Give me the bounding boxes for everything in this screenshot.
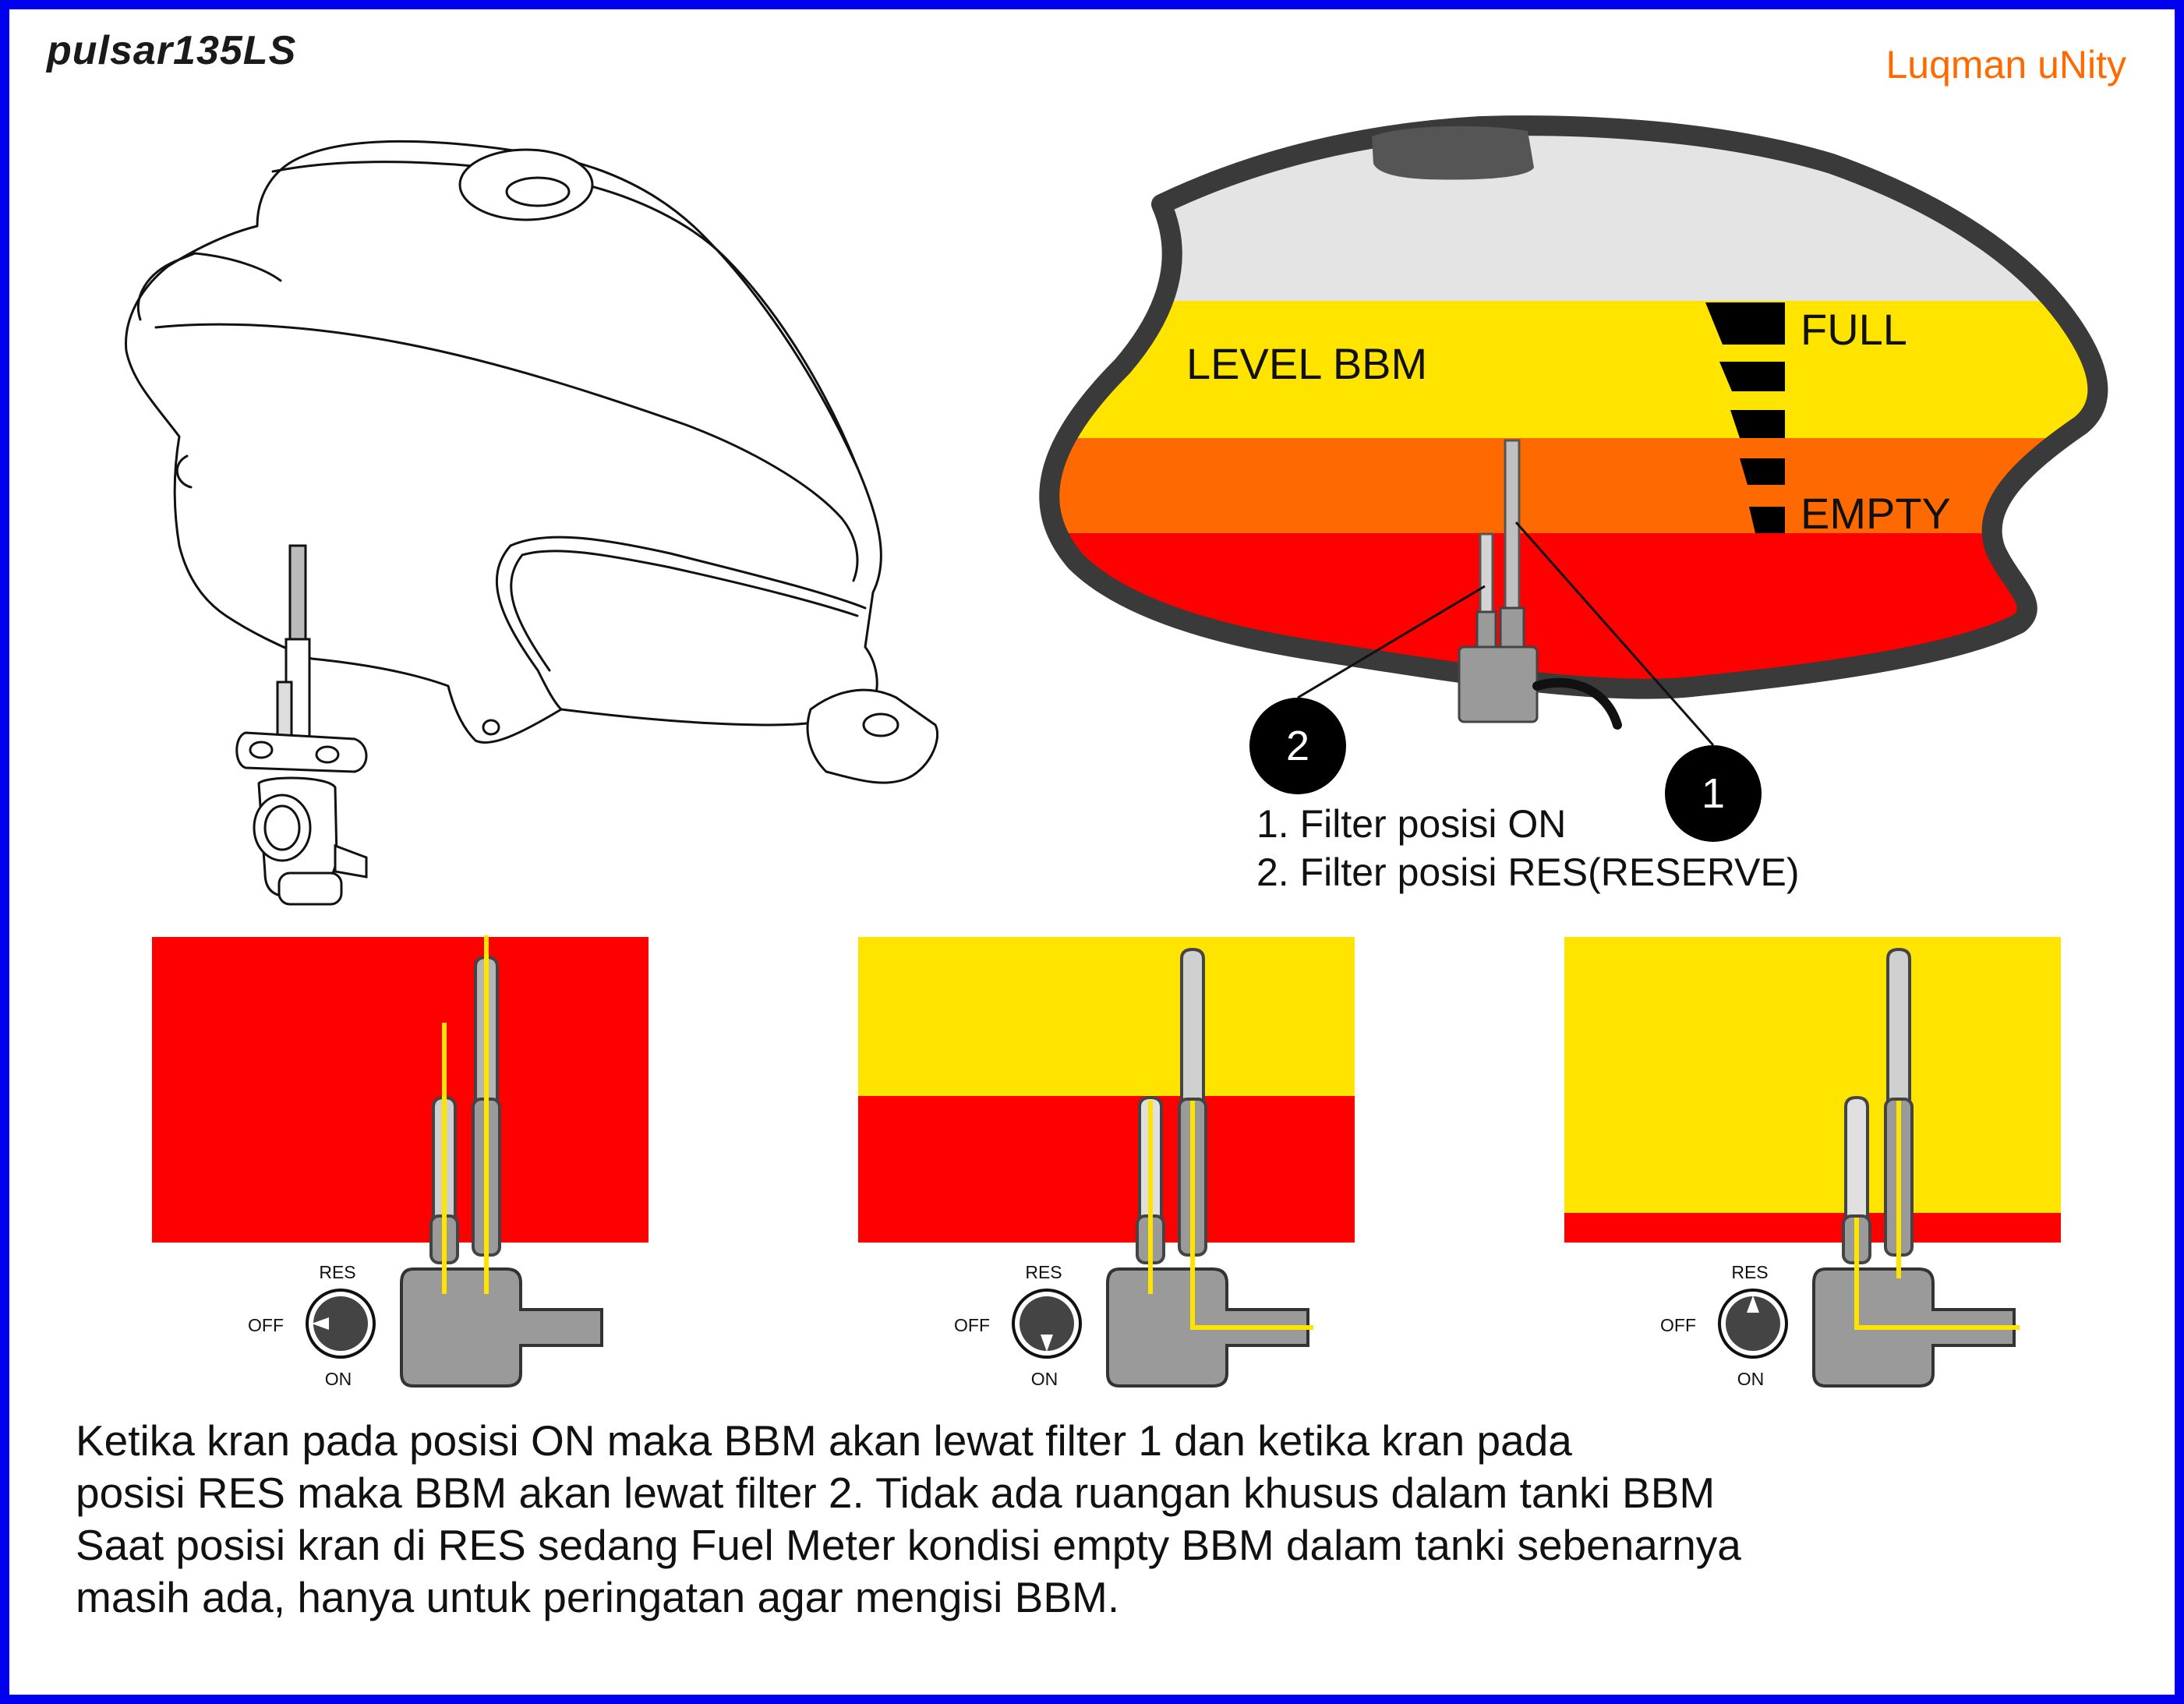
- gauge-bar-2: [1719, 362, 1785, 391]
- full-label: FULL: [1801, 305, 1907, 354]
- logo-text: pulsar135LS: [45, 28, 296, 73]
- petcock-lever-ring-inner: [263, 804, 301, 851]
- panel-1-knob-pointer: [312, 1317, 329, 1330]
- panel-2-knob-pointer: [1041, 1335, 1053, 1352]
- petcock-tube-long: [288, 544, 307, 647]
- panel-3-knob-inner: [1726, 1296, 1780, 1351]
- description-line-2: posisi RES maka BBM akan lewat filter 2.…: [76, 1469, 1716, 1517]
- callout-line-2: [1297, 585, 1486, 699]
- tank-cross-section: LEVEL BBM FULL EMPTY 2 1: [1039, 115, 2108, 842]
- panel-2-knob-inner: [1020, 1296, 1074, 1351]
- description-line-4: masih ada, hanya untuk peringatan agar m…: [76, 1573, 1120, 1621]
- panel-half: RES OFF ON: [858, 937, 1355, 1389]
- fuel-gauge: [1705, 302, 1785, 533]
- tank-line-drawing: [125, 140, 939, 784]
- fuel-hose: [1532, 677, 1622, 730]
- empty-label: EMPTY: [1801, 489, 1951, 538]
- pulsar-logo: pulsar135LS: [45, 28, 296, 73]
- fuel-cap-inner: [505, 176, 571, 207]
- tank-body-outline: [125, 140, 882, 744]
- flange-hole-right: [315, 745, 340, 764]
- description-line-1: Ketika kran pada posisi ON maka BBM akan…: [76, 1416, 1572, 1465]
- bracket-hole: [862, 712, 899, 737]
- gauge-bar-4: [1740, 458, 1785, 485]
- petcock-drawing: [235, 544, 368, 906]
- tank-top-line: [271, 161, 859, 469]
- level-orange-zone: [1049, 438, 2098, 535]
- gauge-bar-3: [1730, 410, 1785, 438]
- panel-low: RES OFF ON: [1564, 937, 2061, 1389]
- callout-1-marker: [1665, 745, 1762, 842]
- flange-hole-left: [249, 741, 274, 759]
- side-hole: [482, 719, 500, 736]
- panel-1-fuel-red: [152, 937, 648, 1243]
- tank-filler-neck: [1372, 126, 1534, 180]
- description-paragraph: Ketika kran pada posisi ON maka BBM akan…: [76, 1415, 2141, 1624]
- author-name: Luqman uNity: [1886, 43, 2127, 87]
- panel-1-valve-body: [400, 1267, 603, 1388]
- panel-3-flow-filter-2: [1854, 1218, 2020, 1330]
- panel-3-knob-pointer: [1747, 1296, 1759, 1313]
- panel-3-res-label: RES: [1731, 1262, 1768, 1282]
- gauge-bar-5: [1749, 507, 1785, 533]
- panel-1-off-label: OFF: [248, 1315, 284, 1335]
- callout-line-1: [1514, 521, 1715, 746]
- panel-2-flow-filter-1: [1190, 1101, 1313, 1330]
- callout-2-marker: [1249, 698, 1346, 794]
- legend-item-1: 1. Filter posisi ON: [1256, 802, 1567, 846]
- tank-mount-bracket: [806, 688, 939, 784]
- panel-full: RES OFF ON: [152, 935, 648, 1389]
- panel-3-filter-2-tube: [1844, 1095, 1869, 1249]
- callout-1-number: 1: [1702, 770, 1725, 817]
- petcock-bottom: [277, 871, 343, 906]
- callout-2-number: 2: [1286, 723, 1309, 769]
- panel-1-knob-inner: [313, 1296, 368, 1351]
- panel-2-res-label: RES: [1025, 1262, 1062, 1282]
- tank-knee-pad: [495, 536, 867, 711]
- panel-2-fuel-red: [858, 1096, 1355, 1243]
- level-bbm-label: LEVEL BBM: [1186, 339, 1427, 388]
- panel-3-fuel-yellow: [1564, 937, 2061, 1214]
- tank-tab: [175, 454, 193, 489]
- legend-item-2: 2. Filter posisi RES(RESERVE): [1256, 850, 1800, 894]
- panel-1-on-label: ON: [325, 1369, 352, 1389]
- panel-3-off-label: OFF: [1660, 1315, 1696, 1335]
- description-line-3: Saat posisi kran di RES sedang Fuel Mete…: [76, 1521, 1741, 1569]
- tank-side-panel: [136, 252, 859, 582]
- filter-legend: 1. Filter posisi ON 2. Filter posisi RES…: [1256, 800, 1799, 896]
- panel-2-on-label: ON: [1031, 1369, 1058, 1389]
- petcock-outlet: [334, 843, 368, 879]
- panel-2-fuel-yellow: [858, 937, 1355, 1098]
- tank-outline: [1039, 115, 2108, 699]
- gauge-bar-1: [1705, 302, 1785, 345]
- valve-body: [1458, 645, 1539, 723]
- panel-2-off-label: OFF: [954, 1315, 990, 1335]
- panel-3-fuel-red: [1564, 1213, 2061, 1243]
- panel-1-res-label: RES: [319, 1262, 355, 1282]
- panel-3-on-label: ON: [1737, 1369, 1765, 1389]
- level-yellow-zone: [1049, 301, 2098, 440]
